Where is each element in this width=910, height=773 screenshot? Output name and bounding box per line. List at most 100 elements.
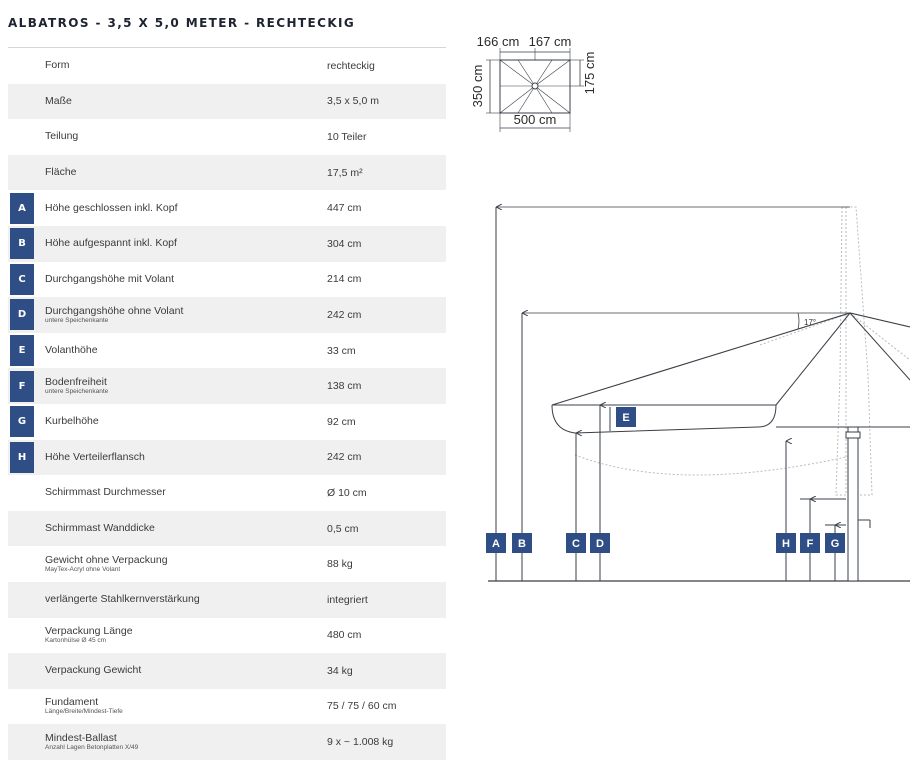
row-label: Form <box>45 59 70 72</box>
marker-e: E <box>616 407 636 427</box>
row-sublabel: Länge/Breite/Mindest-Tiefe <box>45 708 123 716</box>
row-value: 10 Teiler <box>327 130 367 143</box>
row-label: Fundament <box>45 696 99 709</box>
row-label-cell: Form <box>45 60 315 71</box>
marker-b-label: B <box>518 538 526 550</box>
canopy <box>551 312 910 406</box>
row-label: Durchgangshöhe mit Volant <box>45 272 174 285</box>
row-badge-cell: B <box>8 226 36 262</box>
row-label-cell: Maße <box>45 94 315 107</box>
row-sublabel: untere Speichenkante <box>45 388 109 396</box>
row-label: Teilung <box>45 130 79 143</box>
row-badge-cell <box>8 475 36 511</box>
row-badge: A <box>10 192 34 224</box>
row-value: 92 cm <box>327 415 356 428</box>
marker-c-label: C <box>572 538 580 550</box>
row-label: Höhe geschlossen inkl. Kopf <box>45 201 178 214</box>
dim-top-right: 167 cm <box>529 34 572 49</box>
marker-d-label: D <box>596 538 604 550</box>
row-value: 304 cm <box>327 237 362 250</box>
row-value: 480 cm <box>327 629 362 642</box>
row-value: 214 cm <box>327 273 362 286</box>
marker-d: D <box>590 533 610 553</box>
row-value: rechteckig <box>327 59 375 72</box>
row-value: 447 cm <box>327 202 362 215</box>
dim-bottom: 500 cm <box>514 112 557 127</box>
marker-e-label: E <box>622 412 629 424</box>
table-row: A Höhe geschlossen inkl. Kopf 447 cm <box>8 190 446 226</box>
table-row: Schirmmast Wanddicke 0,5 cm <box>8 510 446 547</box>
row-label-cell: Volanthöhe <box>45 345 315 356</box>
dim-left: 350 cm <box>470 65 485 108</box>
row-badge-cell: H <box>8 440 36 476</box>
row-label: Mindest-Ballast <box>45 732 117 745</box>
marker-g-label: G <box>831 538 840 550</box>
row-label-cell: Höhe aufgespannt inkl. Kopf <box>45 238 315 249</box>
row-label: verlängerte Stahlkernverstärkung <box>45 593 200 606</box>
row-badge-cell <box>8 724 36 760</box>
row-label: Verpackung Länge <box>45 625 133 638</box>
row-label-cell: Kurbelhöhe <box>45 416 315 427</box>
row-badge-cell: F <box>8 368 36 404</box>
marker-f-label: F <box>807 538 814 550</box>
row-badge: F <box>10 370 34 402</box>
marker-b: B <box>512 533 532 553</box>
row-label: Gewicht ohne Verpackung <box>45 554 168 567</box>
title-divider <box>8 47 446 48</box>
row-label: Volanthöhe <box>45 344 98 357</box>
row-badge-cell <box>8 84 36 120</box>
table-row: Form rechteckig <box>8 48 446 84</box>
dim-right: 175 cm <box>582 52 597 95</box>
row-badge: D <box>10 299 34 331</box>
row-badge-cell <box>8 511 36 547</box>
canopy-center <box>531 82 539 90</box>
row-label-cell: verlängerte Stahlkernverstärkung <box>45 594 315 605</box>
row-value: 17,5 m² <box>327 166 363 179</box>
row-label: Höhe Verteilerflansch <box>45 450 145 463</box>
row-label-cell: Höhe geschlossen inkl. Kopf <box>45 201 315 214</box>
row-badge-cell <box>8 546 36 582</box>
marker-h-label: H <box>782 538 790 550</box>
marker-a: A <box>486 533 506 553</box>
row-badge-cell <box>8 48 36 84</box>
row-value: 3,5 x 5,0 m <box>327 95 379 108</box>
marker-c: C <box>566 533 586 553</box>
row-badge: G <box>10 406 34 438</box>
dim-top-left: 166 cm <box>477 34 520 49</box>
top-view-diagram: 166 cm 167 cm 350 cm 175 cm 500 cm <box>470 34 597 132</box>
row-value: 138 cm <box>327 380 362 393</box>
row-label: Fläche <box>45 166 77 179</box>
row-label: Höhe aufgespannt inkl. Kopf <box>45 237 177 250</box>
side-view-diagram: 17° A B C D E H F G <box>486 195 910 582</box>
table-row: Fläche 17,5 m² <box>8 154 446 191</box>
row-label: Durchgangshöhe ohne Volant <box>45 304 184 317</box>
table-row: B Höhe aufgespannt inkl. Kopf 304 cm <box>8 225 446 262</box>
row-sublabel: Kartonhülse Ø 45 cm <box>45 637 107 645</box>
row-label: Maße <box>45 94 72 107</box>
row-badge-cell: D <box>8 297 36 333</box>
row-label-cell: Durchgangshöhe mit Volant <box>45 272 315 285</box>
row-label-cell: Schirmmast Wanddicke <box>45 523 315 534</box>
row-badge-cell <box>8 582 36 618</box>
row-label: Kurbelhöhe <box>45 415 99 428</box>
marker-a-label: A <box>492 538 500 550</box>
row-value: 0,5 cm <box>327 522 359 535</box>
closed-umbrella-outline <box>835 206 873 496</box>
row-value: 242 cm <box>327 308 362 321</box>
row-label: Schirmmast Wanddicke <box>45 522 155 535</box>
